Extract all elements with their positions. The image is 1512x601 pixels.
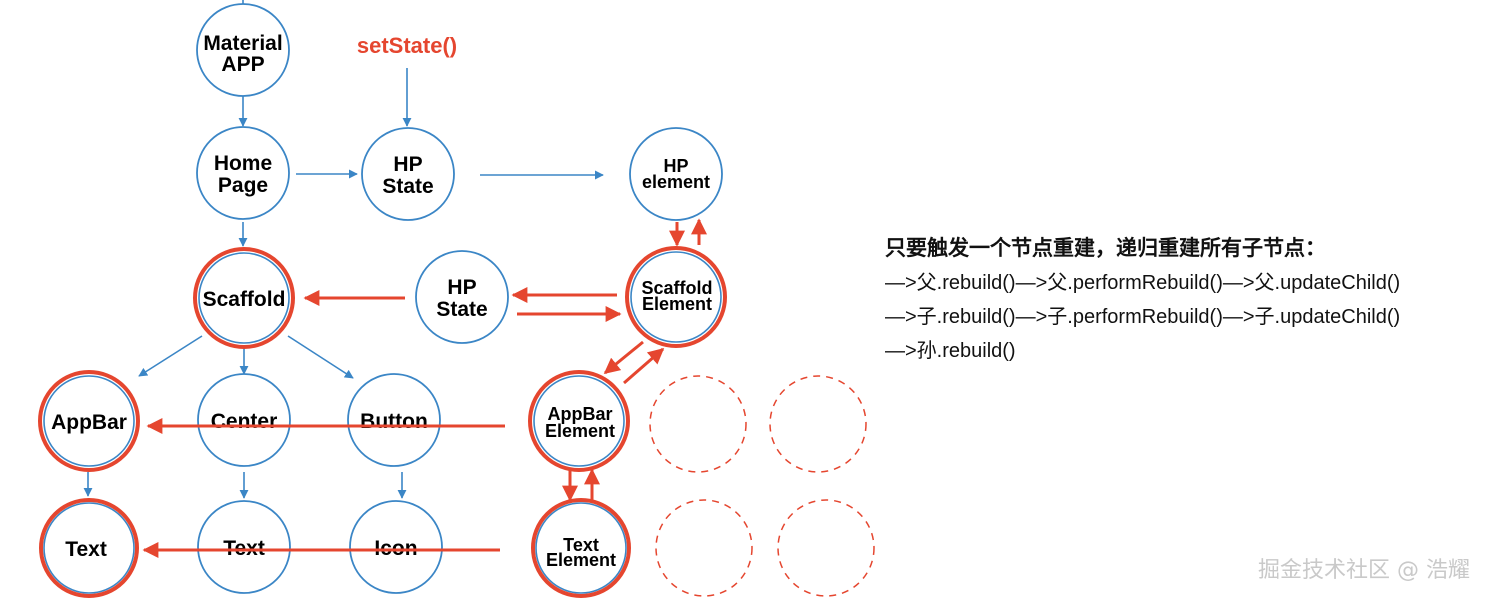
node-center-label: Center [211,410,278,433]
rebuild-notes: 只要触发一个节点重建，递归重建所有子节点： —>父.rebuild()—>父.p… [885,232,1510,368]
edge-scaffold-button [287,335,354,379]
node-text-mid: Text [197,500,291,594]
node-appbar-label: AppBar [51,411,127,434]
notes-line-3: —>孙.rebuild() [885,340,1016,362]
watermark: 掘金技术社区 @ 浩耀 [1258,558,1470,583]
node-text-left: Text [39,498,139,598]
node-appbar: AppBar [38,370,140,472]
node-text-element: Text Element [531,498,631,598]
node-material-app-label-2: APP [221,53,264,76]
dashed-placeholder-4 [777,499,875,597]
dashed-placeholder-2 [769,375,867,473]
node-hp-state-top: HP State [361,127,455,221]
dashed-placeholder-1 [649,375,747,473]
node-scaffold-element-label-1: Scaffold [641,278,712,298]
node-button: Button [347,373,441,467]
notes-line-1: —>父.rebuild()—>父.performRebuild()—>父.upd… [885,272,1401,294]
node-icon: Icon [349,500,443,594]
node-home-page-label-2: Page [218,174,268,197]
edge-scaffold-appbar [138,335,203,377]
node-text-left-label: Text [65,538,107,561]
dashed-placeholder-3 [655,499,753,597]
node-material-app: Material APP [196,3,290,97]
node-center: Center [197,373,291,467]
node-appbar-element-label-2: Element [545,421,615,441]
notes-title: 只要触发一个节点重建，递归重建所有子节点： [885,237,1326,260]
node-home-page: Home Page [196,126,290,220]
node-hp-state-top-label-1: HP [393,153,422,176]
node-text-element-label-1: Text [563,535,599,555]
node-home-page-label-1: Home [214,152,272,175]
node-hp-state-mid: HP State [415,250,509,344]
node-material-app-label-1: Material [203,32,282,55]
node-scaffold-label: Scaffold [203,288,286,311]
node-hp-element: HP element [629,127,723,221]
notes-line-2: —>子.rebuild()—>子.performRebuild()—>子.upd… [885,306,1401,328]
node-hp-state-mid-label-1: HP [447,276,476,299]
set-state-label: setState() [357,33,457,58]
node-scaffold-element-label-2: Element [642,294,712,314]
node-hp-state-top-label-2: State [382,175,433,198]
node-appbar-element-label-1: AppBar [547,404,612,424]
node-text-element-label-2: Element [546,550,616,570]
node-button-label: Button [360,410,428,433]
rebuild-arrow-appbarelement-scaffoldelement [623,347,665,385]
node-hp-element-label-2: element [642,172,710,192]
node-appbar-element: AppBar Element [528,370,630,472]
rebuild-arrow-scaffoldelement-appbarelement [603,340,644,375]
node-hp-element-label-1: HP [663,156,688,176]
node-scaffold-element: Scaffold Element [625,246,727,348]
node-hp-state-mid-label-2: State [436,298,487,321]
node-scaffold: Scaffold [193,247,295,349]
